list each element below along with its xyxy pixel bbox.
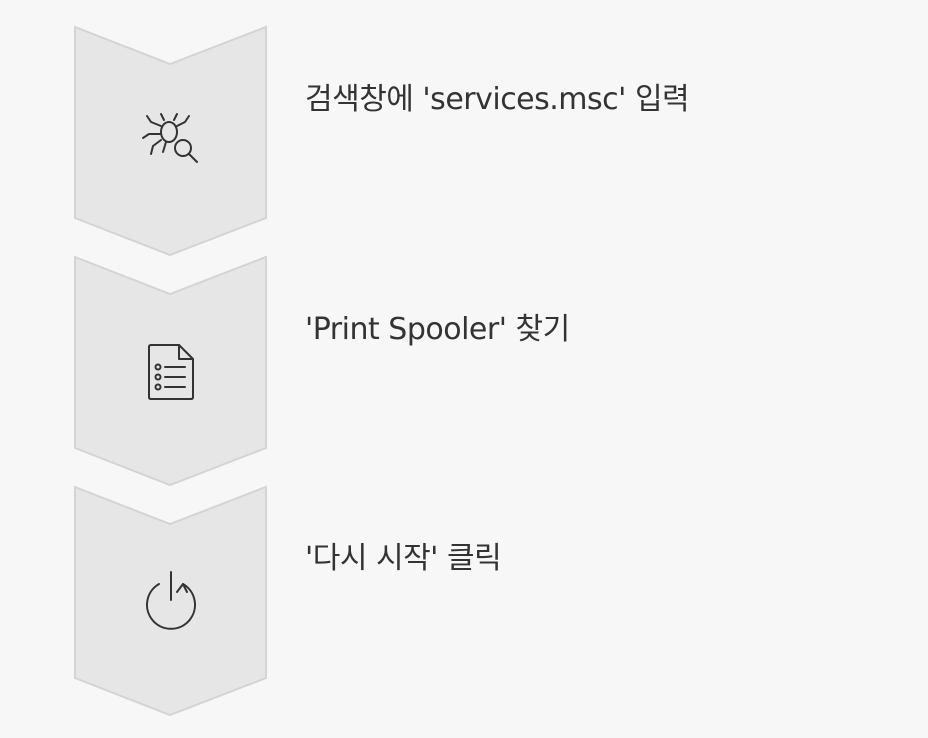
restart-power-icon: [146, 571, 196, 630]
step-2-chevron: [74, 255, 267, 487]
step-1-label: 검색창에 'services.msc' 입력: [305, 82, 690, 117]
bug-search-icon: [142, 113, 198, 163]
document-list-icon: [148, 344, 194, 400]
step-3-chevron: [74, 485, 267, 717]
step-3-label: '다시 시작' 클릭: [305, 541, 502, 576]
step-2-label: 'Print Spooler' 찾기: [305, 312, 570, 347]
